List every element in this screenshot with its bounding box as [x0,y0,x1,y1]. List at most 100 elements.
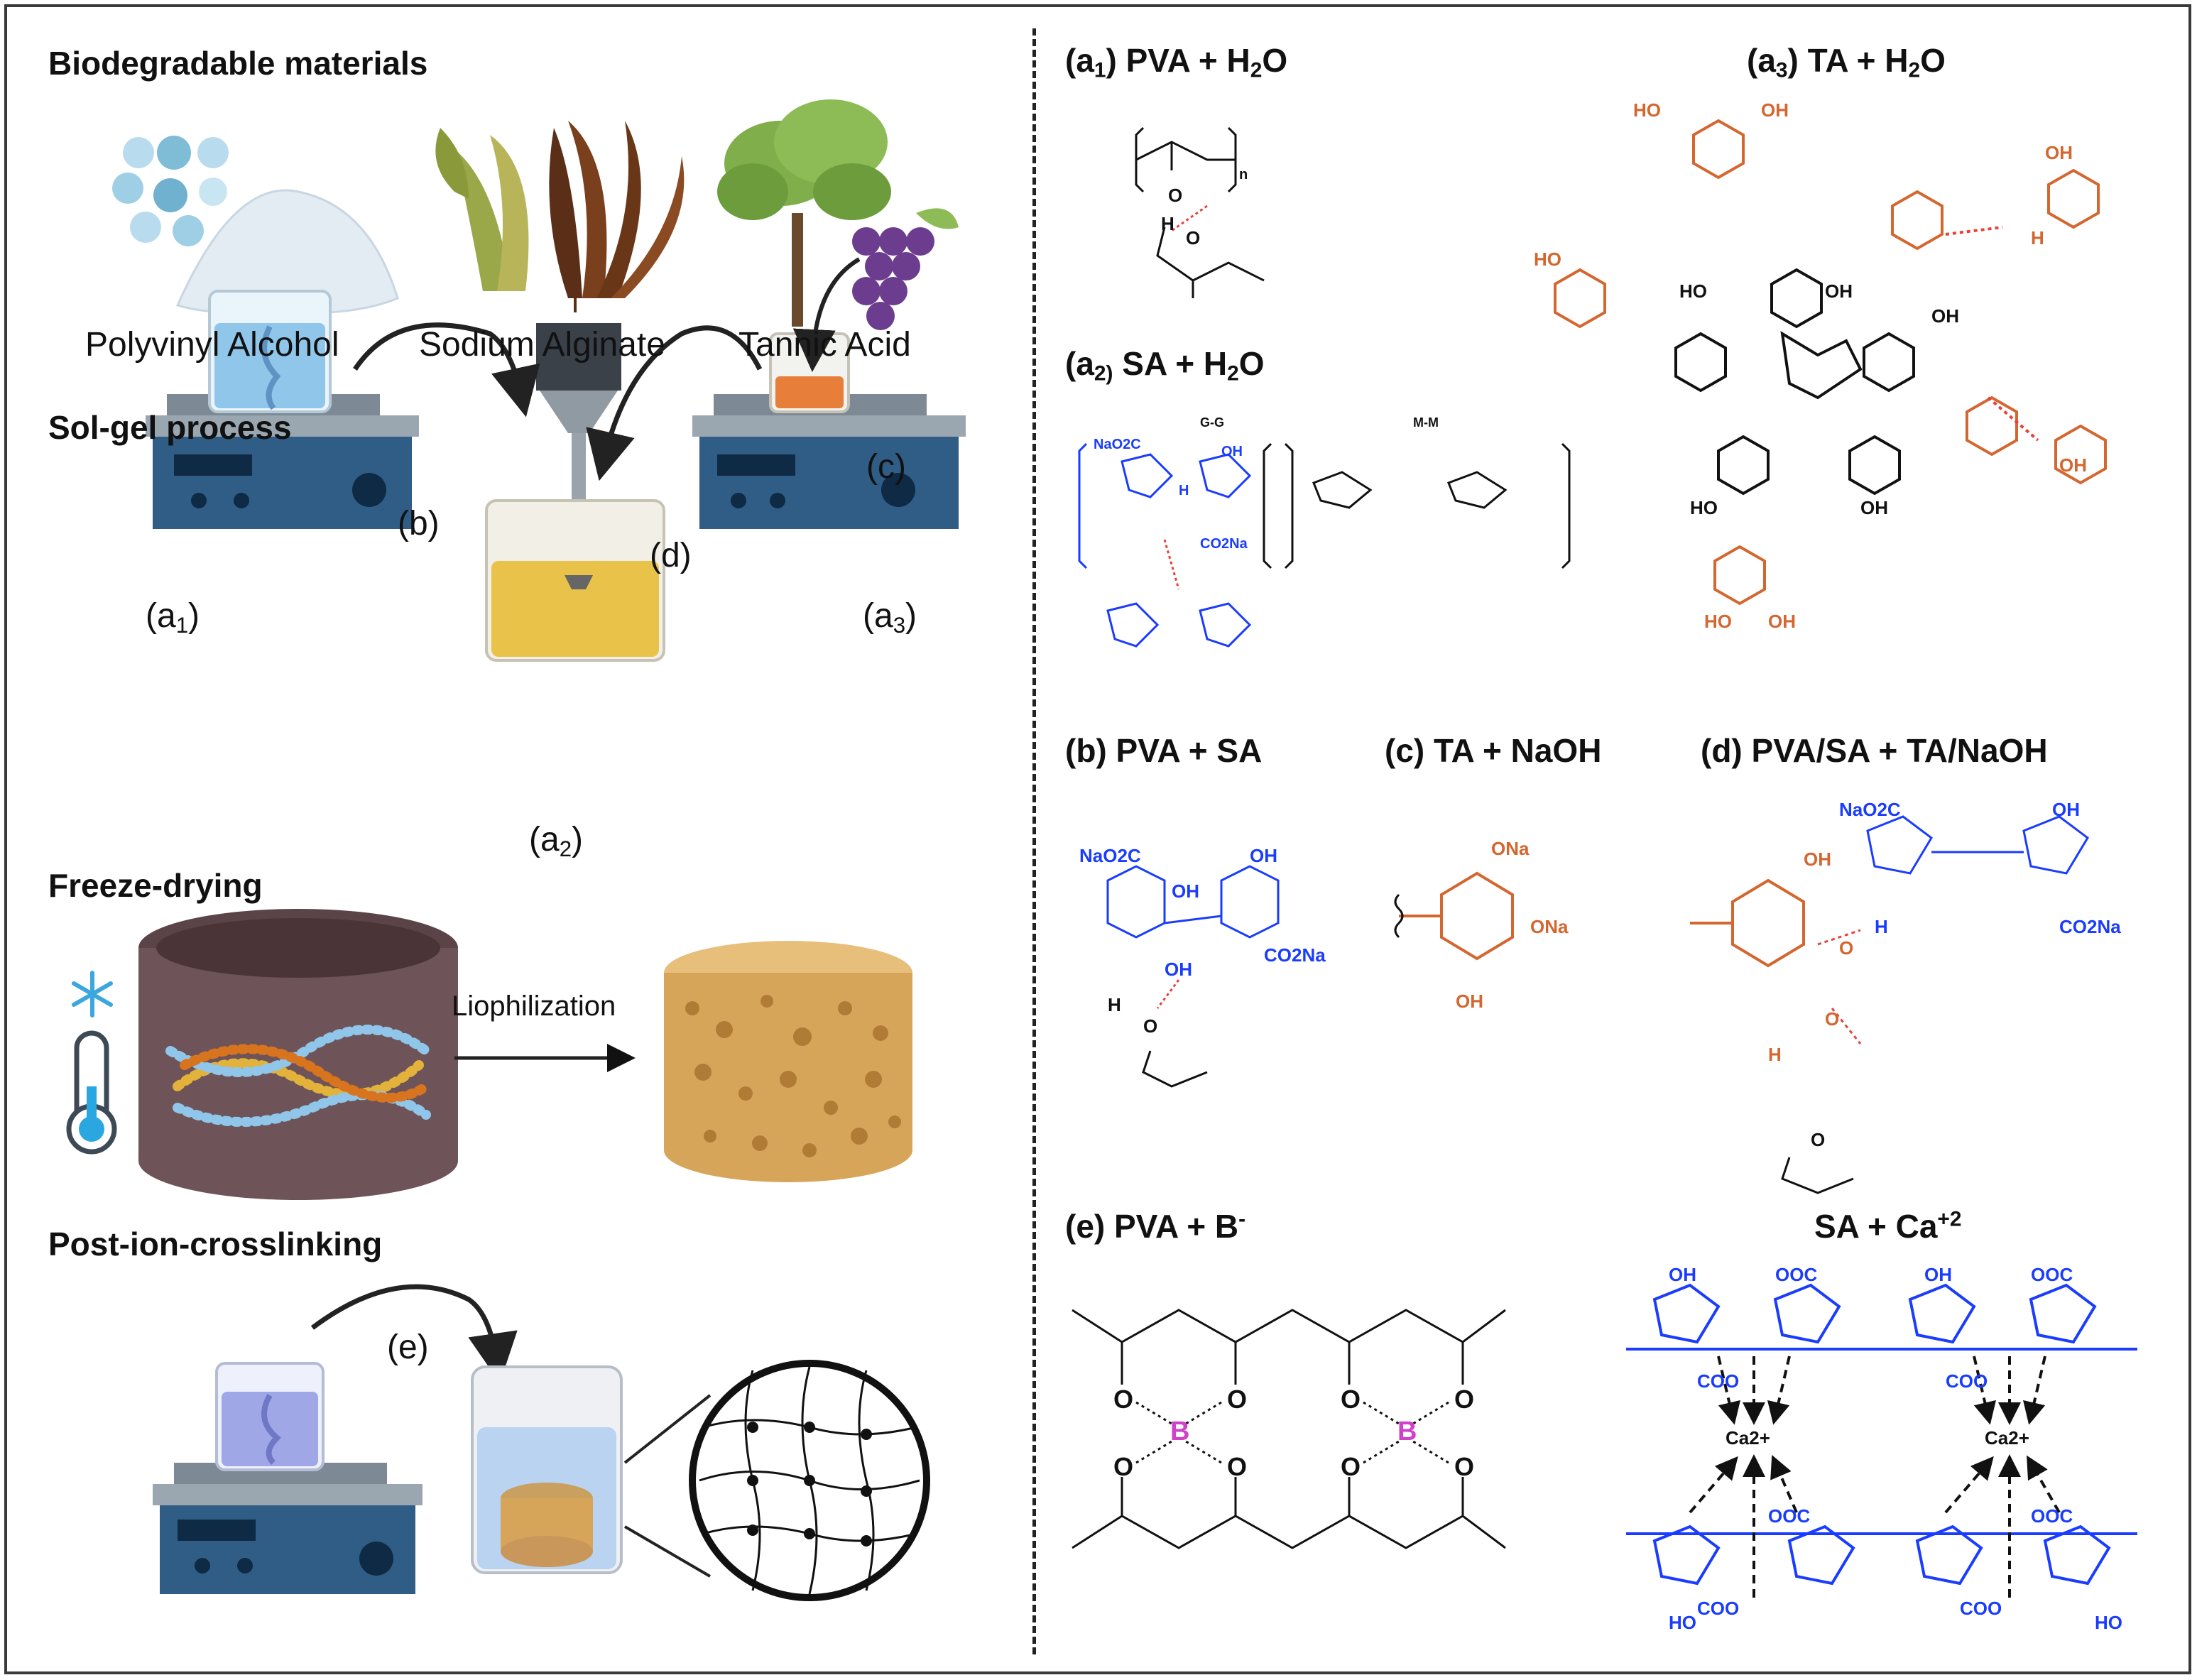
d-o-3: O [1811,1129,1826,1150]
ca-ion-2: Ca2+ [1985,1427,2029,1449]
e-boron-2: B [1397,1417,1417,1446]
a3-oh-5: OH [1825,280,1853,302]
c-ona-1: ONa [1491,838,1530,859]
a3-ho-4: HO [1679,280,1707,302]
label-b: (b) [398,505,440,542]
e-o-6: O [1454,1385,1475,1414]
saca-ooc-2: OOC [2031,1264,2073,1285]
a3-oh-6: OH [1931,305,1959,327]
label-sodium-alginate: Sodium Alginate [419,326,665,364]
a3-h: H [2031,227,2044,249]
hotplate-a3 [692,394,966,529]
label-e-left: (e) [387,1329,429,1366]
a3-oh-7: OH [1860,497,1888,518]
d-o-2: O [1825,1008,1840,1030]
a3-ho-3: HO [1704,611,1732,632]
c-oh: OH [1456,991,1483,1012]
b-structure [1106,865,1280,1088]
a1-title: (a1) PVA + H2O [1065,42,1288,82]
d-nao2c: NaO2C [1839,799,1901,820]
b-o: O [1143,1015,1158,1037]
mm-label: M-M [1413,415,1439,430]
b-oh-1: OH [1172,880,1199,902]
post-title: Post-ion-crosslinking [48,1226,383,1262]
a3-title: (a3) TA + H2O [1747,42,1946,82]
a3-oh-1: OH [1761,99,1789,121]
d-title: (d) PVA/SA + TA/NaOH [1701,732,2048,769]
a1-oxygen: O [1168,185,1183,206]
thermometer-icon [66,1030,117,1155]
saca-ooc-3: OOC [1768,1505,1811,1527]
e-o-5: O [1341,1385,1361,1414]
c-structure [1399,871,1514,961]
e-structure [1072,1309,1506,1549]
a3-oh-3: OH [2059,454,2087,476]
e-o-8: O [1454,1452,1475,1481]
network-zoom-circle [689,1360,930,1601]
saca-oh-2: OH [1924,1264,1952,1285]
b-oh-2: OH [1250,845,1277,866]
sa-ca-title: SA + Ca+2 [1814,1207,1962,1245]
saca-oh-1: OH [1669,1264,1696,1285]
a3-ho-1: HO [1633,99,1661,121]
a1-structure [1135,126,1265,298]
ca-ion-1: Ca2+ [1726,1427,1770,1449]
arrow-e [310,1284,518,1383]
a3-oh-2: OH [2045,142,2073,163]
saca-coo-1: COO [1697,1370,1740,1392]
crosslink-jar [471,1365,623,1574]
e-title: (e) PVA + B- [1065,1207,1246,1245]
a3-structure [1554,119,2107,606]
beaker-a2 [485,499,665,662]
a2-structure [1078,442,1571,648]
freeze-title: Freeze-drying [48,867,263,904]
a3-ho-2: HO [1534,249,1561,270]
d-oh-2: OH [2052,799,2080,820]
b-nao2c: NaO2C [1079,845,1141,866]
label-pva: Polyvinyl Alcohol [85,326,339,364]
gg-label: G-G [1200,415,1224,430]
pva-powder-icon [112,136,399,315]
freeze-container [138,909,458,1200]
a3-ho-5: HO [1690,497,1718,518]
b-title: (b) PVA + SA [1065,732,1263,769]
beaker-e [215,1362,325,1471]
e-boron-1: B [1170,1417,1190,1446]
label-a2: (a2) [529,821,584,861]
e-o-3: O [1113,1452,1134,1481]
hotplate-e [153,1463,422,1594]
label-tannic-acid: Tannic Acid [738,326,911,364]
arrow-d [586,325,763,481]
sa-ca-structure [1626,1283,2137,1598]
a2-h: H [1179,483,1189,498]
label-d: (d) [650,537,692,574]
beaker-a1 [208,290,332,413]
e-o-2: O [1227,1385,1248,1414]
a1-n: n [1239,167,1248,182]
a2-nao2c: NaO2C [1094,437,1141,452]
d-h-2: H [1875,916,1888,937]
saca-coo-4: COO [1960,1598,2002,1619]
section-divider [1032,28,1036,1654]
a1-h2o-o: O [1186,227,1201,249]
seaweed-icon [435,121,685,312]
saca-ho-1: HO [1669,1612,1696,1633]
b-oh-3: OH [1165,959,1192,980]
a1-h2o-h: H [1161,213,1174,234]
d-co2na: CO2Na [2059,916,2121,937]
label-a3: (a3) [863,597,917,638]
d-structure [1690,815,2089,1194]
porous-sponge [664,941,912,1182]
d-o-1: O [1839,937,1854,959]
a2-co2na: CO2Na [1200,536,1248,552]
a2-title: (a2) SA + H2O [1065,345,1265,386]
saca-coo-2: COO [1946,1370,1988,1392]
e-o-4: O [1227,1452,1248,1481]
b-co2na: CO2Na [1264,944,1326,966]
arrow-b [353,322,540,418]
saca-ho-2: HO [2095,1612,2122,1633]
tree-grapes-icon [717,99,959,330]
liophilization-label: Liophilization [452,991,616,1022]
solgel-title: Sol-gel process [48,409,292,446]
